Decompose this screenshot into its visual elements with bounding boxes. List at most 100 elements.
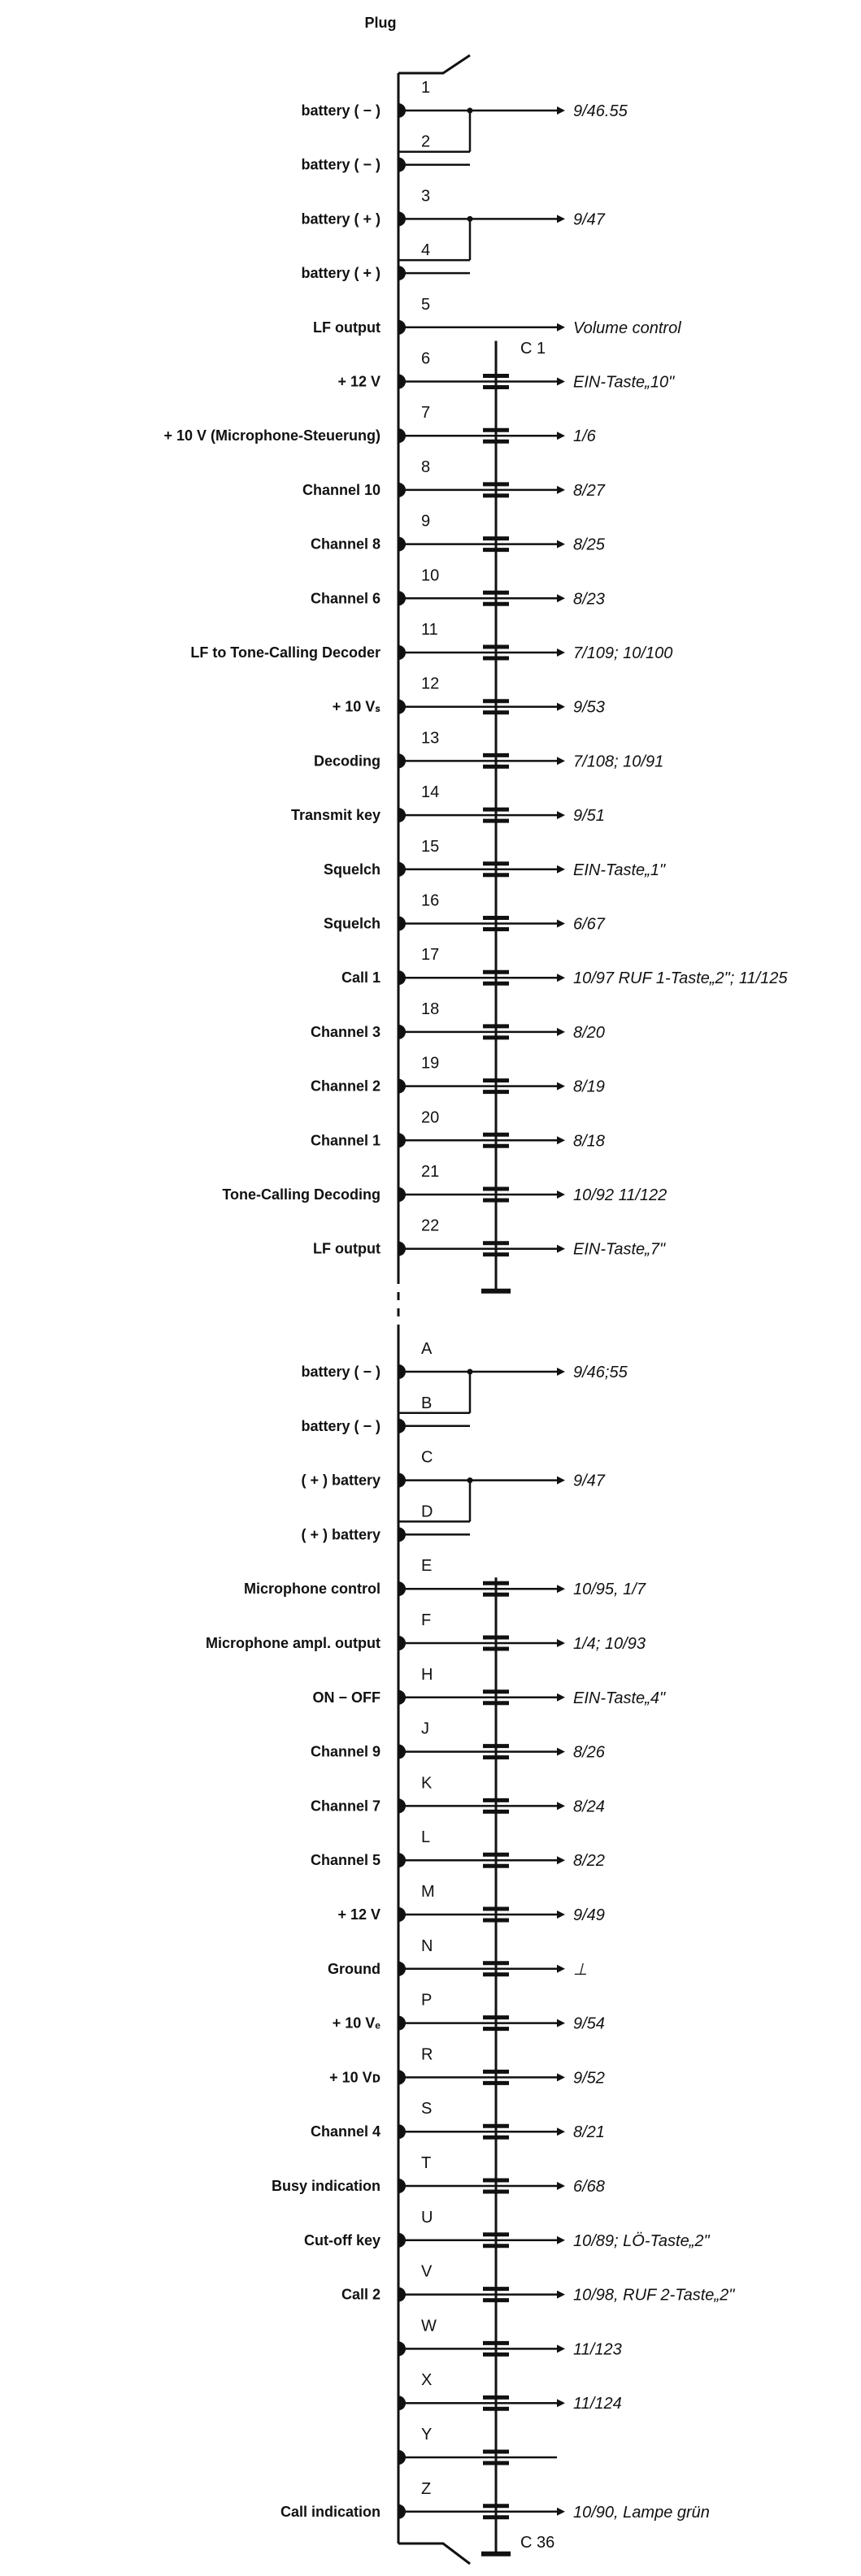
arrow-head: [557, 106, 565, 115]
pin-W: W11/123: [398, 2317, 622, 2358]
arrow-head: [557, 2399, 565, 2408]
arrow-head: [557, 1368, 565, 1376]
pin-label: LF output: [313, 319, 380, 336]
pin-destination: 8/19: [573, 1078, 605, 1096]
arrow-head: [557, 1856, 565, 1865]
pin-number: F: [421, 1611, 431, 1629]
arrow-head: [557, 2182, 565, 2190]
housing-bottom-edge: [398, 2542, 471, 2565]
arrow-head: [557, 2507, 565, 2516]
pin-destination: EIN-Taste„10": [573, 374, 675, 392]
pin-label: Call 2: [341, 2287, 380, 2303]
pin-label: ON − OFF: [312, 1689, 380, 1706]
pin-number: P: [421, 1992, 432, 2010]
pin-label: Decoding: [314, 752, 380, 769]
pin-number: 12: [421, 675, 439, 693]
junction-dot: [467, 215, 473, 222]
pin-destination: 9/46;55: [573, 1364, 628, 1381]
pin-label: Channel 3: [311, 1024, 380, 1040]
arrow-head: [557, 485, 565, 494]
arrow-head: [557, 1802, 565, 1811]
pin-label: Channel 1: [311, 1132, 380, 1148]
capacitor-c1-label: C 1: [520, 340, 546, 358]
pin-number: 2: [421, 133, 430, 151]
pin-label: Channel 10: [302, 482, 380, 498]
pin-destination: 7/108; 10/91: [573, 752, 663, 770]
pin-destination: 9/49: [573, 1906, 605, 1924]
pin-number: W: [421, 2317, 437, 2335]
arrow-head: [557, 1476, 565, 1485]
pin-number: 5: [421, 296, 430, 314]
pin-destination: 8/23: [573, 590, 605, 608]
pin-number: S: [421, 2100, 432, 2118]
pin-destination: 9/52: [573, 2069, 605, 2087]
arrow-head: [557, 1082, 565, 1091]
pin-number: D: [421, 1503, 433, 1520]
arrow-head: [557, 2344, 565, 2353]
pin-destination: 9/47: [573, 210, 606, 228]
pin-label: Microphone control: [244, 1581, 380, 1597]
arrow-head: [557, 594, 565, 603]
pin-number: 9: [421, 513, 430, 531]
pin-destination: 7/109; 10/100: [573, 644, 672, 662]
pin-destination: 10/98, RUF 2-Taste„2": [573, 2287, 735, 2305]
pin-label: LF to Tone-Calling Decoder: [190, 644, 380, 661]
pin-number: 19: [421, 1055, 439, 1073]
pin-destination: 8/21: [573, 2123, 605, 2141]
pin-number: J: [421, 1720, 429, 1738]
pin-label: Channel 5: [311, 1852, 380, 1868]
pin-7: 7+ 10 V (Microphone-Steuerung)1/6: [163, 404, 596, 445]
arrow-head: [557, 432, 565, 440]
pin-destination: 8/24: [573, 1798, 605, 1815]
pin-number: 3: [421, 187, 430, 205]
pin-label: + 10 V (Microphone-Steuerung): [163, 427, 380, 444]
pin-label: battery ( + ): [301, 210, 380, 227]
pin-number: T: [421, 2154, 431, 2172]
pin-label: Channel 6: [311, 590, 380, 606]
arrow-head: [557, 1027, 565, 1036]
pin-3: 3 battery ( + ) 9/47: [301, 187, 606, 262]
pin-X: X11/124: [398, 2371, 622, 2413]
pin-destination: 8/27: [573, 482, 606, 500]
pin-destination: Volume control: [573, 319, 681, 337]
pin-label: ( + ) battery: [301, 1526, 380, 1542]
pin-5: 5 LF output Volume control: [313, 296, 681, 337]
pin-number: M: [421, 1883, 435, 1901]
pin-number: 20: [421, 1108, 439, 1126]
pin-label: Microphone ampl. output: [206, 1635, 380, 1651]
arrow-head: [557, 1639, 565, 1647]
capacitor-c36-label: C 36: [520, 2534, 554, 2552]
pin-destination: 8/25: [573, 536, 606, 554]
pin-label: Cut-off key: [304, 2232, 380, 2249]
arrow-head: [557, 323, 565, 332]
arrow-head: [557, 1244, 565, 1253]
arrow-head: [557, 1747, 565, 1756]
pin-destination: 10/92 11/122: [573, 1186, 667, 1204]
pin-number: V: [421, 2263, 433, 2281]
pin-number: U: [421, 2209, 433, 2227]
pin-label: + 10 Vₑ: [333, 2015, 381, 2032]
pin-Y: Y: [398, 2426, 557, 2465]
pin-label: + 12 V: [337, 1906, 380, 1923]
pin-M: M + 12 V 9/49: [337, 1883, 604, 1924]
pin-destination: 6/68: [573, 2178, 605, 2196]
pin-label: Channel 2: [311, 1078, 380, 1095]
